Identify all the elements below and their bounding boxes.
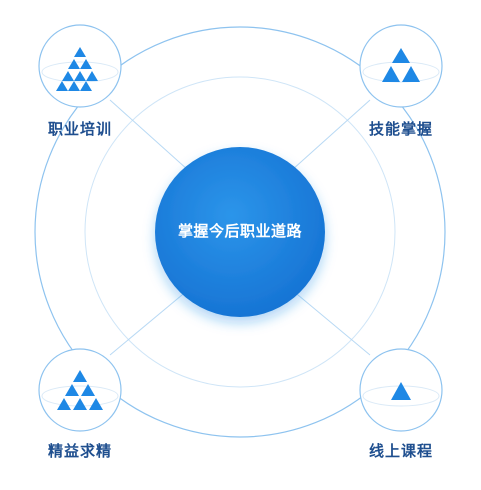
- nine-triangles-pyramid-icon: [56, 47, 98, 91]
- connector-bottom-right: [291, 289, 371, 356]
- node-label-top-right: 技能掌握: [368, 120, 433, 138]
- node-bottom-left: [38, 348, 122, 432]
- center-circle: [155, 147, 325, 317]
- connector-top-right: [291, 99, 371, 171]
- triforce-icon: [382, 48, 420, 82]
- connector-bottom-left: [109, 289, 189, 356]
- outer-ring: [34, 26, 446, 438]
- node-label-bottom-left: 精益求精: [47, 442, 112, 460]
- node-bottom-right: [359, 348, 443, 432]
- node-top-left: [38, 24, 122, 108]
- single-triangle-icon: [391, 382, 411, 400]
- node-label-bottom-right: 线上课程: [368, 442, 433, 460]
- six-triangles-pyramid-icon: [57, 370, 103, 410]
- connector-top-left: [109, 99, 189, 171]
- node-top-right: [359, 24, 443, 108]
- node-label-top-left: 职业培训: [47, 120, 112, 138]
- inner-ring: [84, 76, 396, 388]
- center-label: 掌握今后职业道路: [177, 222, 302, 240]
